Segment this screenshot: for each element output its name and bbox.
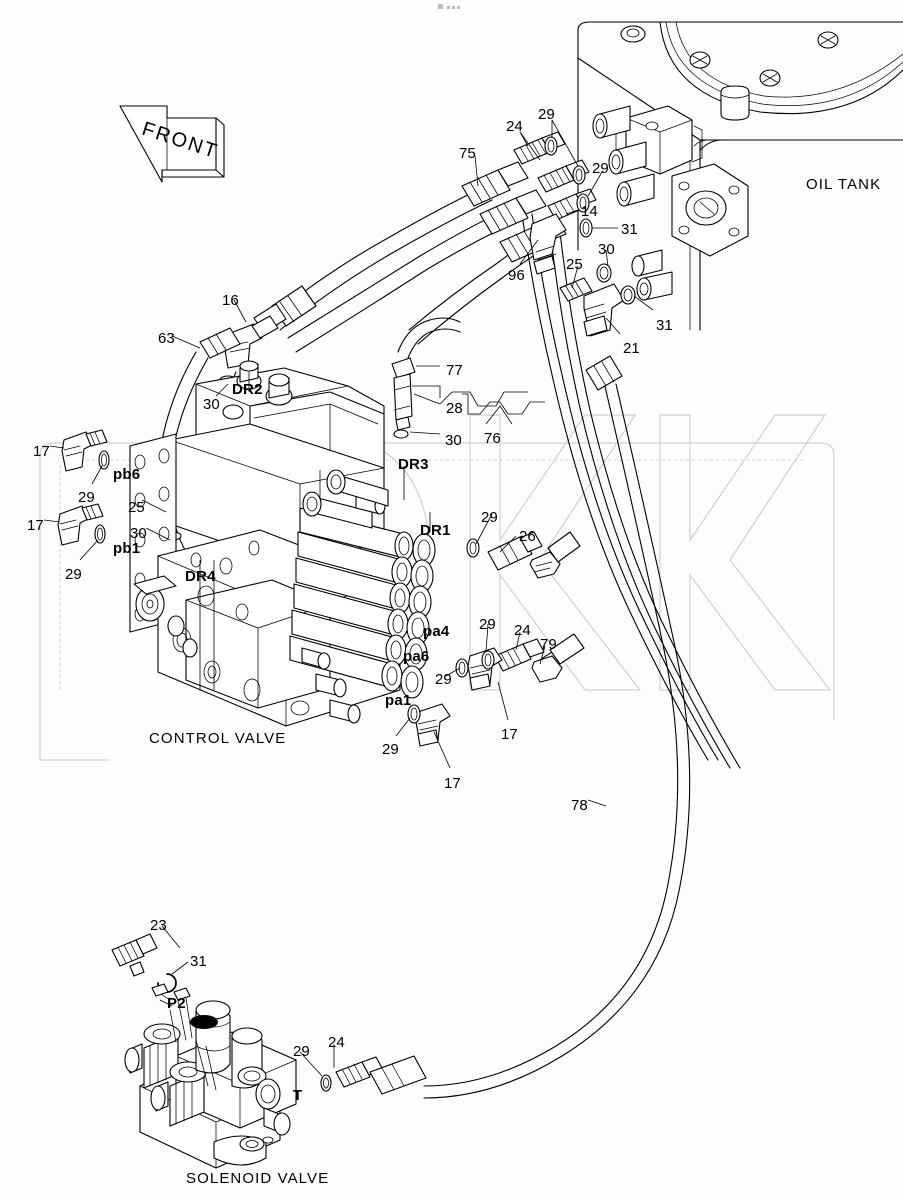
caption-solenoid-valve: SOLENOID VALVE bbox=[186, 1170, 330, 1187]
front-arrow-shape bbox=[119, 105, 225, 183]
part-number-29-dr1: 29 bbox=[481, 509, 498, 526]
part-number-30-dr2: 30 bbox=[203, 396, 220, 413]
part-number-63: 63 bbox=[158, 330, 175, 347]
oil-tank-body bbox=[577, 21, 903, 331]
part-number-29-sol: 29 bbox=[293, 1043, 310, 1060]
part-number-24-top: 24 bbox=[506, 118, 523, 135]
part-number-77: 77 bbox=[446, 362, 463, 379]
port-label-t: T bbox=[293, 1087, 303, 1104]
part-number-79: 79 bbox=[540, 636, 557, 653]
part-number-29-top2: 29 bbox=[592, 160, 609, 177]
part-number-75: 75 bbox=[459, 145, 476, 162]
part-number-17-b: 17 bbox=[27, 517, 44, 534]
port-label-pa1: pa1 bbox=[385, 692, 412, 709]
part-number-23: 23 bbox=[150, 917, 167, 934]
part-number-25-left: 25 bbox=[128, 499, 145, 516]
part-number-17-c: 17 bbox=[501, 726, 518, 743]
part-number-29-pa: 29 bbox=[479, 616, 496, 633]
caption-oil-tank: OIL TANK bbox=[806, 176, 882, 193]
port-label-dr3: DR3 bbox=[398, 456, 429, 473]
part-number-96: 96 bbox=[508, 267, 525, 284]
part-number-24-pa: 24 bbox=[514, 622, 531, 639]
part-number-31-a: 31 bbox=[621, 221, 638, 238]
part-number-29-top1: 29 bbox=[538, 106, 555, 123]
part-number-29-b: 29 bbox=[65, 566, 82, 583]
port-label-pa4: pa4 bbox=[423, 623, 450, 640]
part-number-16: 16 bbox=[222, 292, 239, 309]
part-number-31-sol: 31 bbox=[190, 953, 207, 970]
port-label-p2: P2 bbox=[167, 995, 186, 1012]
hydraulic-hoses bbox=[157, 185, 741, 1099]
part-number-17-d: 17 bbox=[444, 775, 461, 792]
part-number-21: 21 bbox=[623, 340, 640, 357]
port-label-pb6: pb6 bbox=[113, 466, 141, 483]
part-number-29-a: 29 bbox=[78, 489, 95, 506]
part-number-31-b: 31 bbox=[656, 317, 673, 334]
solenoid-valve-body bbox=[111, 933, 427, 1169]
port-label-dr4: DR4 bbox=[185, 568, 216, 585]
part-number-29-pa6: 29 bbox=[435, 671, 452, 688]
part-number-29-pa1: 29 bbox=[382, 741, 399, 758]
part-number-30-left: 30 bbox=[130, 525, 147, 542]
o-rings bbox=[94, 136, 636, 1092]
part-number-26: 26 bbox=[519, 528, 536, 545]
part-number-76: 76 bbox=[484, 430, 501, 447]
part-number-24-sol: 24 bbox=[328, 1034, 345, 1051]
part-number-14: 14 bbox=[581, 203, 598, 220]
control-valve-body bbox=[129, 360, 436, 727]
port-label-pb1: pb1 bbox=[113, 540, 141, 557]
port-label-pa6: pa6 bbox=[403, 648, 430, 665]
port-label-dr1: DR1 bbox=[420, 522, 451, 539]
caption-control-valve: CONTROL VALVE bbox=[149, 730, 287, 747]
part-number-30-dr3: 30 bbox=[445, 432, 462, 449]
part-number-17-a: 17 bbox=[33, 443, 50, 460]
part-number-30-a: 30 bbox=[598, 241, 615, 258]
part-number-78: 78 bbox=[571, 797, 588, 814]
part-number-28: 28 bbox=[446, 400, 463, 417]
port-label-dr2: DR2 bbox=[232, 381, 263, 398]
part-number-25-top: 25 bbox=[566, 256, 583, 273]
